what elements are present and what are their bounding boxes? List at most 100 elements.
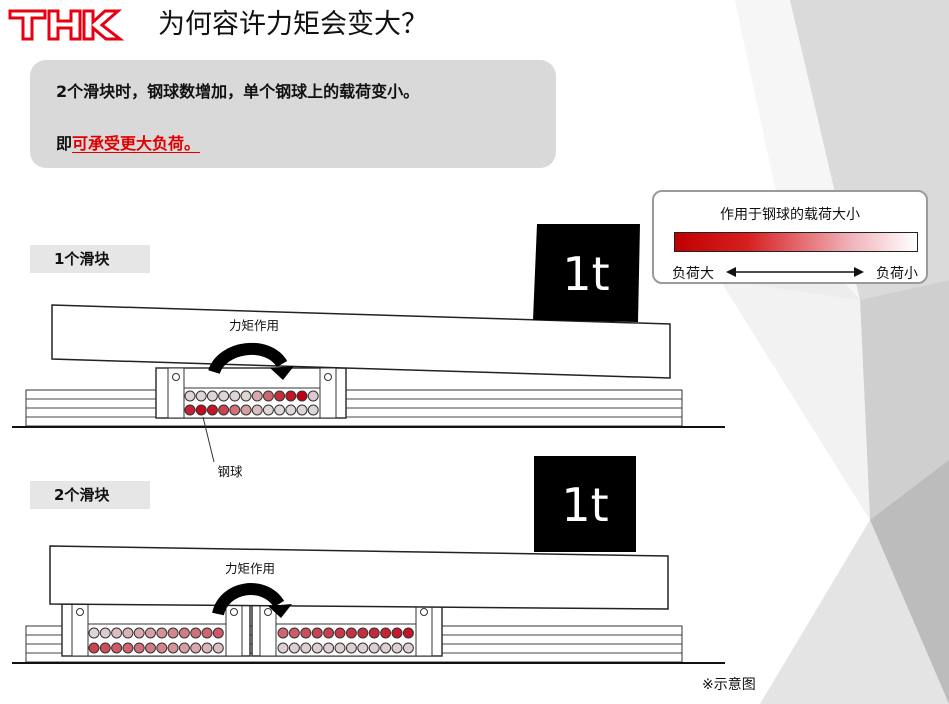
- steel-ball: [184, 390, 196, 402]
- steel-ball: [380, 642, 392, 654]
- steel-ball: [296, 404, 308, 416]
- steel-ball: [345, 627, 357, 639]
- thk-logo: [8, 9, 125, 41]
- case1-label: 1个滑块: [30, 245, 150, 273]
- steel-ball: [262, 390, 274, 402]
- steel-ball: [201, 627, 213, 639]
- case1-weight-label: 1t: [562, 247, 609, 301]
- case2-moment: 力矩作用: [212, 561, 292, 618]
- intro-highlight: 可承受更大负荷。: [72, 134, 201, 153]
- footnote: ※示意图: [702, 677, 756, 693]
- steel-ball: [251, 390, 263, 402]
- steel-ball: [402, 627, 414, 639]
- steel-ball: [277, 642, 289, 654]
- case1-moment-label: 力矩作用: [229, 318, 279, 333]
- steel-ball: [357, 642, 369, 654]
- steel-ball: [274, 404, 286, 416]
- steel-ball: [391, 627, 403, 639]
- steel-ball: [300, 642, 312, 654]
- steel-ball: [99, 642, 111, 654]
- steel-ball: [368, 642, 380, 654]
- case2-moment-label: 力矩作用: [225, 561, 275, 576]
- steel-ball: [201, 642, 213, 654]
- steel-ball: [334, 627, 346, 639]
- steel-ball: [311, 642, 323, 654]
- case2-slider-block-left: [61, 603, 251, 657]
- case2-table: [49, 545, 669, 610]
- steel-ball: [111, 627, 123, 639]
- steel-ball: [178, 642, 190, 654]
- legend-left-label: 负荷大: [672, 266, 714, 282]
- steel-ball: [307, 390, 319, 402]
- steel-ball: [323, 627, 335, 639]
- intro-line-2: 即可承受更大负荷。: [56, 130, 200, 154]
- steel-ball: [195, 404, 207, 416]
- steel-ball: [145, 627, 156, 639]
- steel-ball: [178, 627, 190, 639]
- case1-moment: 力矩作用: [208, 318, 294, 380]
- steel-ball: [357, 627, 369, 639]
- steel-ball: [345, 642, 357, 654]
- intro-box: 2个滑块时，钢球数增加，单个钢球上的载荷变小。 即可承受更大负荷。: [30, 60, 556, 168]
- steel-ball: [380, 627, 392, 639]
- steel-ball: [323, 642, 335, 654]
- steel-ball: [122, 642, 134, 654]
- steel-ball: [111, 642, 123, 654]
- steel-ball: [402, 642, 414, 654]
- steel-ball: [334, 642, 346, 654]
- page-title: 为何容许力矩会变大？: [158, 9, 428, 40]
- steel-ball: [206, 390, 218, 402]
- steel-ball: [229, 404, 241, 416]
- steel-ball: [212, 627, 224, 639]
- steel-ball: [311, 627, 323, 639]
- case1-ball-callout: 钢球: [202, 416, 243, 479]
- steel-ball: [240, 404, 252, 416]
- legend-gradient-bar: [674, 232, 918, 252]
- steel-ball: [307, 404, 319, 416]
- steel-ball: [288, 627, 300, 639]
- steel-ball: [229, 390, 241, 402]
- steel-ball: [206, 404, 218, 416]
- steel-ball: [288, 642, 300, 654]
- case1-weight-block: 1t: [533, 224, 640, 322]
- steel-ball: [167, 642, 179, 654]
- steel-ball: [240, 390, 252, 402]
- intro-line-1: 2个滑块时，钢球数增加，单个钢球上的载荷变小。: [56, 82, 420, 101]
- steel-ball: [212, 642, 224, 654]
- case1-slider-block: [155, 367, 347, 419]
- steel-ball: [122, 627, 134, 639]
- steel-ball: [190, 627, 202, 639]
- steel-ball: [156, 642, 168, 654]
- steel-ball: [145, 642, 156, 654]
- steel-ball: [99, 627, 111, 639]
- case2-slider-block-right: [251, 603, 443, 657]
- steel-ball: [285, 390, 297, 402]
- legend-title: 作用于钢球的载荷大小: [720, 207, 860, 223]
- case1-curved-arrow-icon: [208, 342, 288, 375]
- steel-ball: [262, 404, 274, 416]
- case2-weight-block: 1t: [534, 456, 636, 552]
- steel-ball: [277, 627, 289, 639]
- case2-label: 2个滑块: [30, 481, 150, 509]
- steel-ball: [368, 627, 380, 639]
- legend-right-label: 负荷小: [876, 266, 918, 282]
- steel-ball: [300, 627, 312, 639]
- double-arrow-icon: [726, 267, 864, 277]
- steel-ball: [391, 642, 403, 654]
- steel-ball: [251, 404, 263, 416]
- steel-ball: [285, 404, 297, 416]
- steel-ball: [274, 390, 286, 402]
- intro-line-2-prefix: 即: [56, 134, 73, 153]
- steel-ball: [133, 642, 145, 654]
- steel-ball: [218, 390, 230, 402]
- steel-ball: [296, 390, 308, 402]
- steel-ball: [156, 627, 168, 639]
- case1-rail: [12, 389, 725, 428]
- load-legend: 作用于钢球的载荷大小 负荷大 负荷小: [652, 190, 928, 284]
- steel-ball: [184, 404, 196, 416]
- steel-ball: [218, 404, 230, 416]
- case1-table: [51, 304, 671, 379]
- steel-ball: [195, 390, 207, 402]
